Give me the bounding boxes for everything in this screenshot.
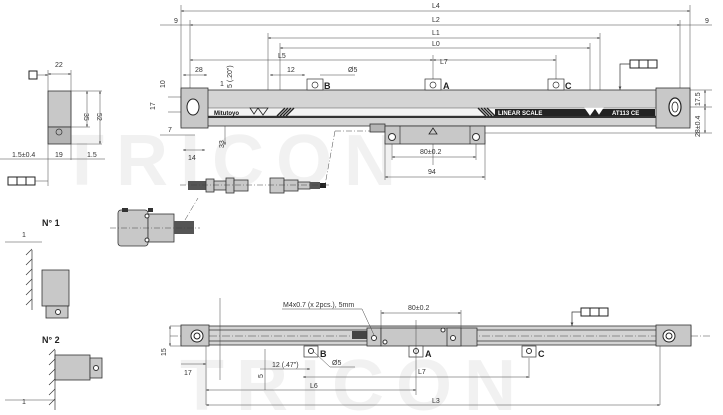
side-view: 22 35 52 1.5±0.4 19 1.5 [0, 62, 105, 186]
flatness-symbol-side-icon [7, 176, 48, 186]
dim-12: 12 [287, 67, 295, 74]
dim-33: 33 [219, 140, 226, 148]
dim-80: 80±0.2 [420, 149, 441, 156]
flatness-symbol-icon [618, 59, 658, 90]
datum-box-icon [28, 70, 48, 80]
dim-1-5-0-4: 1.5±0.4 [12, 152, 35, 159]
bottom-flatness-symbol-icon [570, 307, 609, 326]
dim-94: 94 [428, 169, 436, 176]
bottom-ref-tab-c: C [521, 345, 545, 359]
dim-9-left: 9 [174, 18, 178, 25]
stripes-right [477, 107, 496, 117]
dimension-lines [181, 10, 706, 178]
ref-c-label: C [565, 81, 572, 91]
bottom-ref-a-label: A [425, 349, 432, 359]
dim-l4: L4 [432, 3, 440, 10]
ref-tab-b: B [306, 78, 331, 91]
dim-l7: L7 [440, 59, 448, 66]
watermark-bottom: TRICON [180, 346, 528, 415]
side-profile-bottom [47, 126, 72, 145]
stripes-left [276, 107, 295, 117]
dim-l1: L1 [432, 30, 440, 37]
top-view: Mitutoyo LINEAR SCALE AT113 CE B A C [150, 3, 712, 186]
dim-19: 19 [55, 152, 63, 159]
model-label: AT113 CE [612, 111, 639, 117]
bottom-dim-5: 5 [258, 374, 265, 378]
dim-22: 22 [55, 62, 63, 69]
dim-l5: L5 [278, 53, 286, 60]
ref-tab-c: C [547, 78, 572, 91]
dim-l0: L0 [432, 41, 440, 48]
dim-dia5: Ø5 [348, 67, 357, 74]
bottom-dim-17: 17 [184, 370, 192, 377]
bottom-head [380, 327, 478, 347]
mounting-n1-dim: 1 [22, 232, 26, 239]
connector-housing [110, 197, 200, 247]
dim-28: 28 [195, 67, 203, 74]
end-cap-left [180, 87, 209, 129]
bottom-dim-12: 12 (.47") [272, 362, 299, 369]
bottom-view: B A C M4x0.7 (x 2pcs.), 5mm 80±0.2 15 17… [161, 298, 710, 406]
dim-17-5: 17.5 [695, 92, 702, 106]
extension-lines [180, 5, 712, 180]
brand-logo: Mitutoyo [214, 111, 239, 117]
dim-10: 10 [160, 80, 167, 88]
bottom-dim-dia5: Ø5 [332, 360, 341, 367]
dim-28-0-4: 28±0.4 [695, 116, 702, 137]
reading-head [369, 123, 486, 145]
label-band [495, 109, 655, 116]
dim-5: 5 (.20") [227, 65, 234, 88]
mounting-n1: N° 1 1 [5, 218, 70, 319]
dim-l3: L3 [432, 398, 440, 405]
bottom-ref-tab-b: B [303, 345, 327, 359]
bottom-dim-15: 15 [161, 348, 168, 356]
dim-1-5: 1.5 [87, 152, 97, 159]
ref-b-label: B [324, 81, 331, 91]
dim-l2: L2 [432, 17, 440, 24]
bottom-dim-l7: L7 [418, 369, 426, 376]
dim-35: 35 [82, 113, 89, 121]
ref-a-label: A [443, 81, 450, 91]
ref-tab-a: A [424, 78, 450, 91]
dim-14: 14 [188, 155, 196, 162]
mounting-n2: N° 2 1 [5, 335, 103, 410]
bottom-ref-b-label: B [320, 349, 327, 359]
dim-9-right: 9 [705, 18, 709, 25]
mount-hole-right [668, 97, 682, 117]
mounting-n2-label: N° 2 [42, 335, 60, 345]
mount-hole-left [186, 98, 200, 116]
dim-7: 7 [168, 127, 172, 134]
bottom-ref-c-label: C [538, 349, 545, 359]
mounting-n1-label: N° 1 [42, 218, 60, 228]
ref-mark-right-icon [584, 107, 604, 116]
dim-1: 1 [220, 81, 224, 88]
dim-52: 52 [95, 113, 102, 121]
mounting-n2-dim: 1 [22, 399, 26, 406]
ref-mark-left-icon [249, 107, 269, 116]
dim-17: 17 [150, 102, 157, 110]
bottom-dim-80: 80±0.2 [408, 305, 429, 312]
cable-connector [180, 177, 330, 194]
dim-l6: L6 [310, 383, 318, 390]
scale-label: LINEAR SCALE [498, 111, 542, 117]
side-profile-top [47, 90, 72, 128]
scale-groove [207, 116, 657, 118]
screw-note: M4x0.7 (x 2pcs.), 5mm [283, 302, 354, 309]
